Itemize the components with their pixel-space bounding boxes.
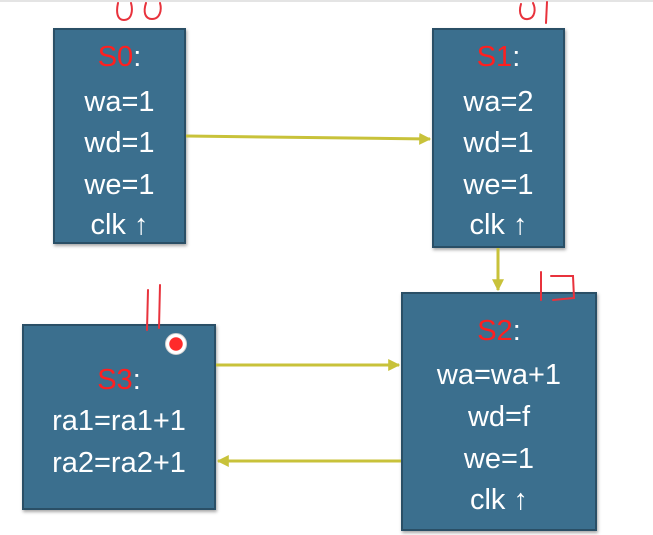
state-name: S0 <box>97 41 134 73</box>
clock-rising-edge-icon: ↑ <box>134 209 149 241</box>
state-name: S3 <box>97 364 133 396</box>
state-box-s1: S1: wa=2 wd=1 we=1 clk ↑ <box>432 28 565 248</box>
state-line: ra2=ra2+1 <box>52 447 186 479</box>
state-title-s2: S2: <box>403 314 595 348</box>
state-line: we=1 <box>84 169 155 201</box>
state-title-s3: S3: <box>24 363 214 397</box>
clk-line: clk ↑ <box>403 483 595 517</box>
clk-line: clk ↑ <box>55 208 184 242</box>
state-name: S1 <box>476 41 513 73</box>
state-colon: : <box>512 315 521 347</box>
state-line: wa=2 <box>463 86 534 118</box>
state-line: we=1 <box>463 443 535 475</box>
state-title-s0: S0: <box>55 40 184 74</box>
state-colon: : <box>133 41 142 73</box>
state-title-s1: S1: <box>434 40 563 74</box>
clk-label: clk <box>90 209 126 241</box>
state-colon: : <box>132 364 141 396</box>
state-line: ra1=ra1+1 <box>52 405 186 437</box>
clk-label: clk <box>469 484 506 516</box>
handwritten-annotation-00 <box>116 2 162 22</box>
handwritten-annotation-01 <box>518 1 548 24</box>
state-line: wd=1 <box>84 127 155 159</box>
state-line: wa=1 <box>84 86 155 118</box>
clk-label: clk <box>469 209 505 241</box>
state-box-s3: S3: ra1=ra1+1 ra2=ra2+1 <box>22 324 216 510</box>
recording-dot-icon <box>165 333 187 355</box>
state-box-s0: S0: wa=1 wd=1 we=1 clk ↑ <box>53 28 186 244</box>
state-line: wa=wa+1 <box>436 359 562 391</box>
state-name: S2 <box>477 315 513 347</box>
clk-line: clk ↑ <box>434 208 563 242</box>
state-line: we=1 <box>463 169 534 201</box>
state-line: wd=1 <box>463 127 534 159</box>
clock-rising-edge-icon: ↑ <box>513 484 529 516</box>
clock-rising-edge-icon: ↑ <box>513 209 528 241</box>
transition-s0-s1 <box>185 132 432 145</box>
state-line: wd=f <box>467 401 531 433</box>
top-divider <box>0 0 653 2</box>
state-colon: : <box>512 41 521 73</box>
state-box-s2: S2: wa=wa+1 wd=f we=1 clk ↑ <box>401 292 597 531</box>
